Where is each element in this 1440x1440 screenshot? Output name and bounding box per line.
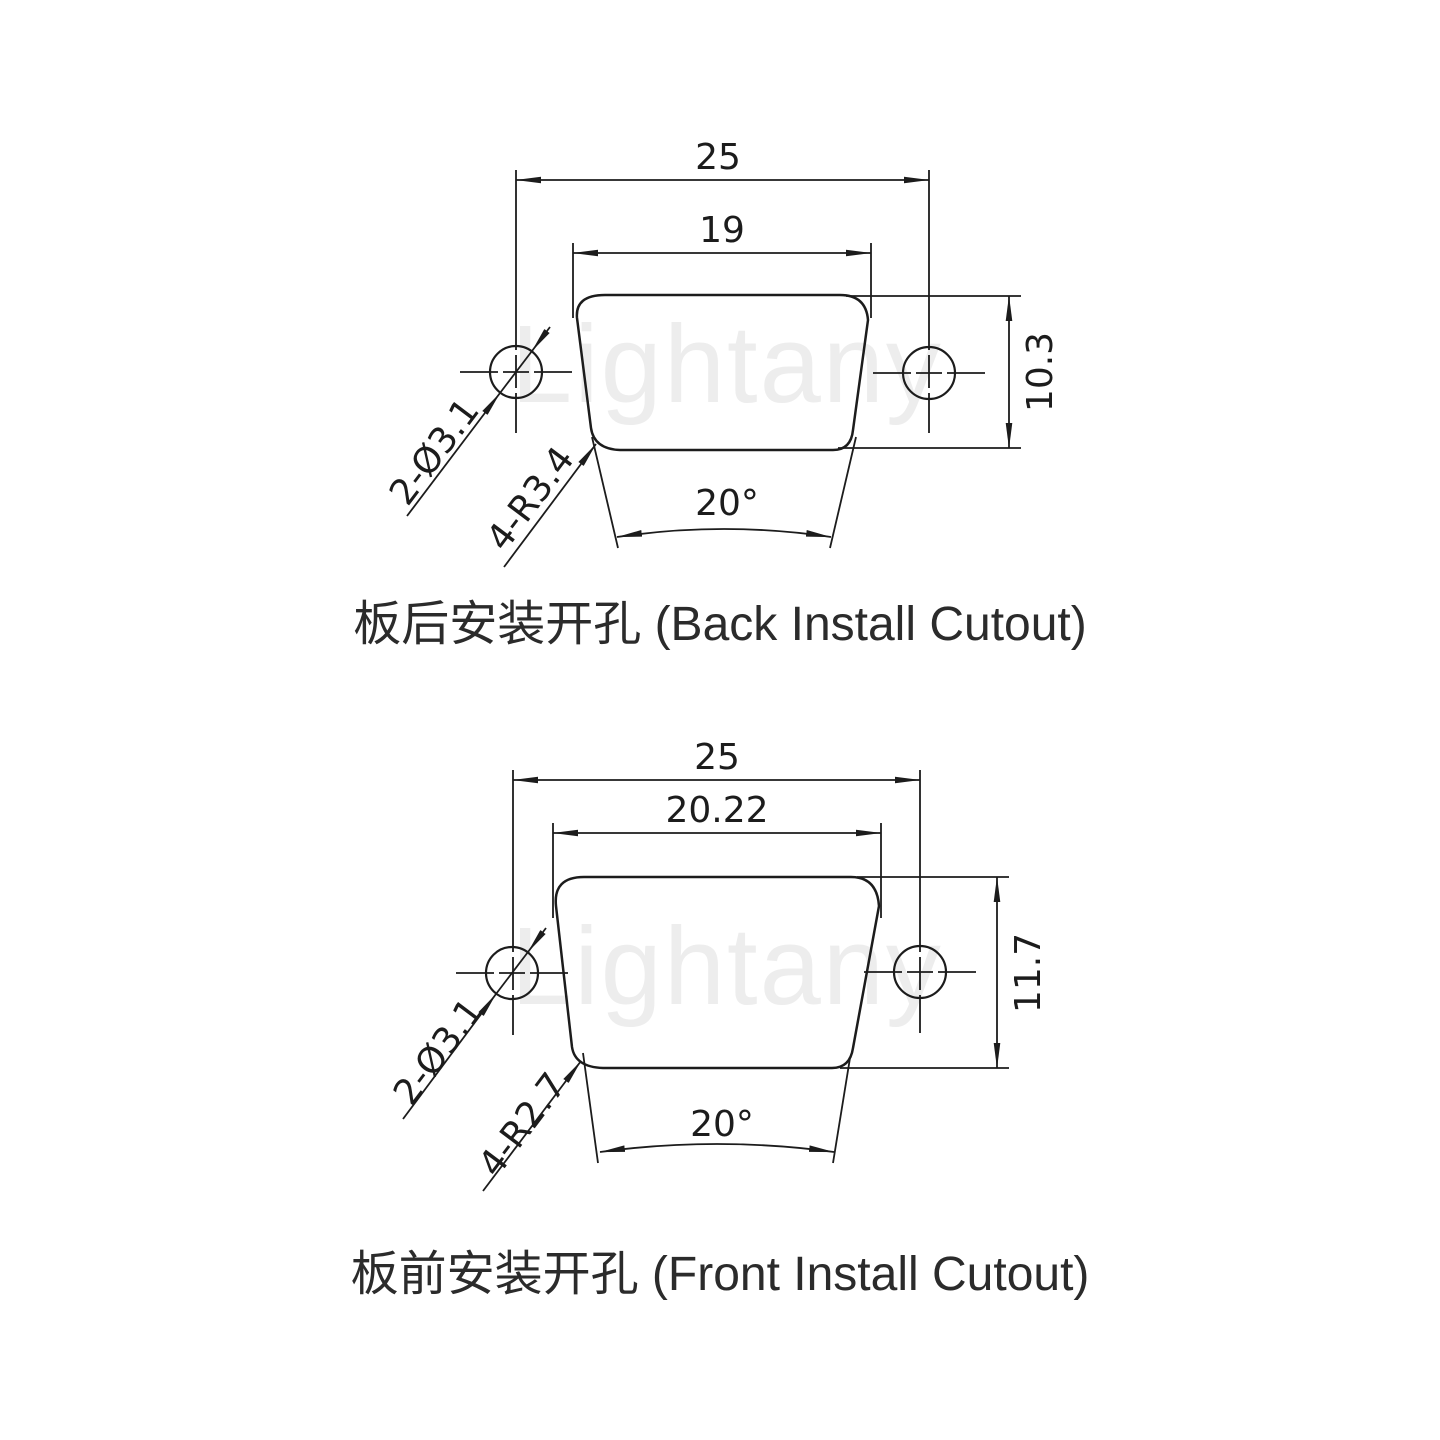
dim-text-height: 10.3 [1020, 332, 1061, 412]
angle-ext-line-left [582, 1052, 599, 1164]
hole-leader-line-lower [402, 993, 497, 1120]
mounting-hole-left [488, 344, 544, 400]
hole-leader-line-through [499, 350, 533, 394]
front-cutout-shape [554, 875, 881, 1070]
hole-leader-line-upper [531, 326, 551, 352]
dim-text-overall-width: 25 [694, 737, 740, 778]
back-cutout-shape [575, 293, 870, 452]
watermark-text: Lightany [511, 905, 943, 1028]
dim-text-overall-width: 25 [695, 137, 741, 178]
angle-dim-arc [616, 528, 832, 538]
dim-text-angle: 20° [690, 1104, 754, 1145]
watermark-text: Lightany [511, 303, 943, 426]
hole-leader-line-through [495, 951, 529, 995]
dim-text-angle: 20° [695, 483, 759, 524]
angle-dim-arc [599, 1143, 835, 1153]
hole-leader-line-upper [527, 927, 547, 953]
mounting-hole-right [892, 944, 948, 1000]
dim-text-top-width: 19 [699, 210, 745, 251]
dim-text-height: 11.7 [1008, 933, 1049, 1013]
hole-leader-line-lower [406, 392, 501, 517]
radius-leader-line [482, 1060, 582, 1192]
dim-text-top-width: 20.22 [665, 790, 768, 831]
angle-ext-line-left [591, 436, 619, 549]
back-drawing-caption: 板后安装开孔 (Back Install Cutout) [353, 598, 1087, 651]
radius-leader-line [503, 443, 597, 568]
front-drawing-caption: 板前安装开孔 (Front Install Cutout) [351, 1248, 1090, 1301]
mounting-hole-left [484, 945, 540, 1001]
mounting-hole-right [901, 345, 957, 401]
angle-ext-line-right [832, 1057, 851, 1164]
angle-ext-line-right [829, 436, 857, 549]
